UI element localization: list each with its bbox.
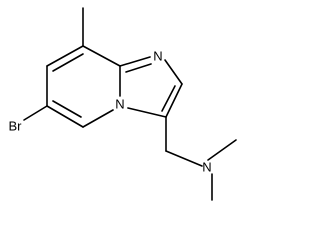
bond-c3-n4 [127, 107, 167, 118]
bond-c8-c7 [46, 45, 84, 67]
bond-c8a-n1-double [125, 63, 152, 73]
bond-c5-n4 [82, 109, 114, 128]
bond-n-methyl-top [207, 139, 237, 161]
structure-diagram: N N N Br [9, 7, 237, 201]
bond-c8-c8a [82, 45, 121, 67]
atom-label-bromine: Br [9, 119, 23, 134]
bond-c2-c3-double [161, 85, 176, 112]
atom-label-nitrogen-amine: N [202, 160, 211, 175]
bond-c6-br [23, 105, 48, 121]
bond-n1-c2 [164, 59, 183, 85]
atom-labels: N N N Br [9, 49, 212, 175]
bond-c8-c7-double [52, 53, 84, 72]
bonds [23, 7, 237, 201]
bond-c6-c5-double [52, 100, 82, 118]
bond-c6-c5 [46, 105, 84, 128]
bond-c2-c3 [165, 83, 183, 118]
bond-ch2-n [165, 150, 203, 167]
atom-label-nitrogen-bridgehead: N [115, 97, 124, 112]
atom-label-nitrogen-imine: N [153, 49, 162, 64]
bond-c8a-n1 [119, 56, 151, 67]
